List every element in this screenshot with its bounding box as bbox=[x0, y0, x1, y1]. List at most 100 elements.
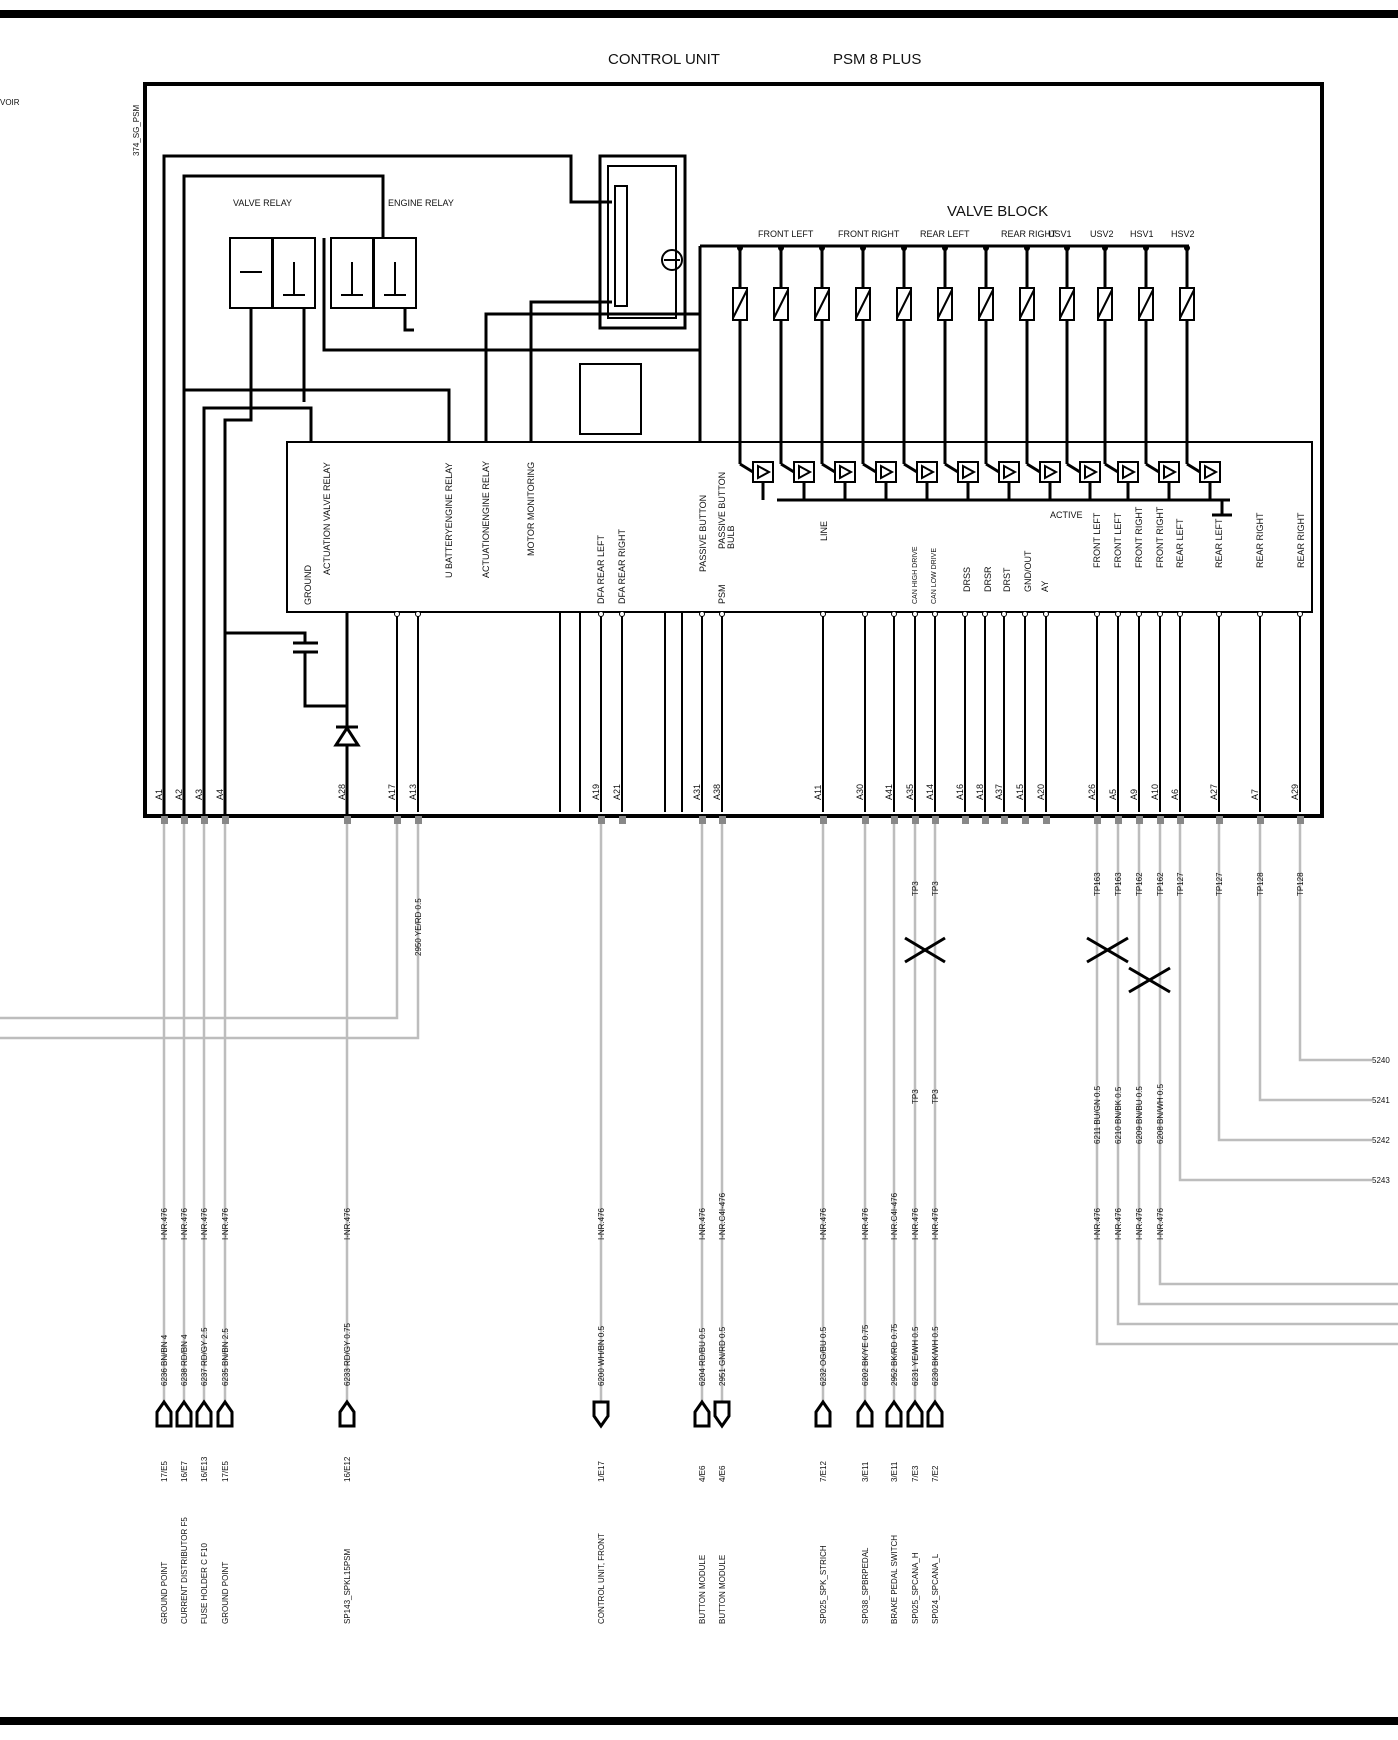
pin-terminal bbox=[1177, 816, 1184, 824]
wire-destination: CURRENT DISTRIBUTOR F5 bbox=[180, 1517, 189, 1624]
pin-terminal bbox=[962, 816, 969, 824]
wire-spec: 2951 GN/RD 0.5 bbox=[718, 1326, 727, 1386]
wire-nr: I-NR.476 bbox=[698, 1207, 707, 1240]
pin-label: A1 bbox=[154, 789, 164, 800]
ecu-pin-label: GROUND bbox=[303, 565, 313, 605]
valve-driver-in bbox=[1186, 462, 1201, 474]
connector-symbol bbox=[814, 1399, 832, 1428]
ecu-pin-label: DRST bbox=[1002, 567, 1012, 592]
wire-nr: I-NR.476 bbox=[911, 1207, 920, 1240]
wire-nr: I-NR.476 bbox=[819, 1207, 828, 1240]
valve-coil-diag bbox=[732, 289, 748, 319]
valve-driver-arrow bbox=[1044, 464, 1059, 480]
valve-coil-diag bbox=[1097, 289, 1113, 319]
can-label: CAN HIGH DRIVE bbox=[912, 546, 919, 604]
pin-terminal bbox=[1022, 816, 1029, 824]
pin-label: A26 bbox=[1087, 784, 1097, 800]
wire-ref: 7/E2 bbox=[931, 1465, 940, 1482]
wire-nr: I-NR.476 bbox=[160, 1207, 169, 1240]
pin-label: A20 bbox=[1036, 784, 1046, 800]
diagram-code: 374_SG_PSM bbox=[132, 105, 141, 156]
ecu-pin-dot bbox=[1001, 611, 1007, 617]
pin-label: A21 bbox=[612, 784, 622, 800]
valve-node bbox=[942, 245, 948, 251]
ecu-pin-label: ACTUATION VALVE RELAY bbox=[322, 462, 332, 575]
wire-nr: I-NR.476 bbox=[1093, 1207, 1102, 1240]
wire-destination: FUSE HOLDER C F10 bbox=[200, 1543, 209, 1624]
pin-label: A31 bbox=[692, 784, 702, 800]
pin-terminal bbox=[1136, 816, 1143, 824]
twisted-pair-rear bbox=[1128, 966, 1171, 994]
signal-wire bbox=[0, 824, 420, 1040]
pin-label: A2 bbox=[174, 789, 184, 800]
ecu-pin-label: REAR LEFT bbox=[1175, 518, 1185, 568]
ecu-pin-dot bbox=[962, 611, 968, 617]
valve-driver-arrow bbox=[1003, 464, 1018, 480]
valve-label: HSV1 bbox=[1130, 229, 1154, 239]
signal-wire bbox=[1158, 824, 1398, 1286]
valve-driver-in bbox=[739, 462, 754, 474]
wire-spec: 6200 WH/BN 0.5 bbox=[597, 1325, 606, 1386]
wire-spec: 2952 BK/RD 0.75 bbox=[890, 1323, 899, 1386]
wire-nr: I-NR.476 bbox=[861, 1207, 870, 1240]
wire-ref: 16/E12 bbox=[343, 1456, 352, 1482]
ecu-chip bbox=[579, 363, 642, 435]
ecu-pin-label: FRONT RIGHT bbox=[1155, 506, 1165, 568]
valve-driver-in bbox=[780, 462, 795, 474]
valve-driver-arrow bbox=[1084, 464, 1099, 480]
ecu-pin-label: ACTUATIONENGINE RELAY bbox=[481, 461, 491, 578]
test-point-label: TP163 bbox=[1114, 872, 1123, 896]
wire-destination: BUTTON MODULE bbox=[718, 1555, 727, 1624]
valve-coil-diag bbox=[814, 289, 830, 319]
wire-ref: 16/E7 bbox=[180, 1461, 189, 1482]
ecu-pin-label: FRONT LEFT bbox=[1092, 512, 1102, 568]
pin-terminal bbox=[415, 816, 422, 824]
valve-columns bbox=[732, 245, 1221, 500]
pin-label: A9 bbox=[1129, 789, 1139, 800]
pin-label: A27 bbox=[1209, 784, 1219, 800]
test-point-label: TP127 bbox=[1215, 872, 1224, 896]
pin-label: A3 bbox=[194, 789, 204, 800]
valve-coil-diag bbox=[773, 289, 789, 319]
wire-spec: 6238 RD/BN 4 bbox=[180, 1334, 189, 1386]
ecu-pin-label: DFA REAR LEFT bbox=[596, 534, 606, 604]
ecu-pin-dot bbox=[699, 611, 705, 617]
ecu-pin-dot bbox=[820, 611, 826, 617]
pump-motor bbox=[598, 154, 687, 330]
wire-nr: I-NR.476 bbox=[1156, 1207, 1165, 1240]
ecu-pin-dot bbox=[1136, 611, 1142, 617]
pin-label: A10 bbox=[1150, 784, 1160, 800]
signal-wire bbox=[0, 824, 399, 1020]
valve-node bbox=[983, 245, 989, 251]
valve-driver-arrow bbox=[921, 464, 936, 480]
pin-terminal bbox=[394, 816, 401, 824]
ecu-pin-label: PASSIVE BUTTON bbox=[717, 472, 727, 549]
pin-label: A16 bbox=[955, 784, 965, 800]
connector-symbol bbox=[856, 1399, 874, 1428]
valve-driver-in bbox=[1026, 462, 1041, 474]
wire-destination: GROUND POINT bbox=[221, 1562, 230, 1624]
connector-symbol bbox=[693, 1399, 711, 1428]
test-point-label: TP3 bbox=[931, 881, 940, 896]
ecu-pin-dot bbox=[912, 611, 918, 617]
connector-symbol bbox=[926, 1399, 944, 1428]
pin-terminal bbox=[820, 816, 827, 824]
wire-spec: 6233 RD/GY 0.75 bbox=[343, 1322, 352, 1386]
ecu-pin-label: DRSR bbox=[983, 566, 993, 592]
edge-text: VOIR bbox=[0, 98, 20, 107]
ecu-pin-dot bbox=[1115, 611, 1121, 617]
signal-wire bbox=[1258, 824, 1372, 1102]
wire-ref: 4/E6 bbox=[718, 1465, 727, 1482]
valve-driver-in bbox=[1104, 462, 1119, 474]
signal-wire bbox=[1217, 824, 1372, 1142]
external-wires bbox=[0, 824, 1398, 1404]
edge-ref: 5242 bbox=[1372, 1136, 1390, 1145]
wire-ref: 17/E5 bbox=[160, 1461, 169, 1482]
ecu-pin-label: DRSS bbox=[962, 567, 972, 592]
twisted-pair-can bbox=[904, 936, 946, 964]
pin-label: A19 bbox=[591, 784, 601, 800]
connector-symbol bbox=[175, 1399, 193, 1428]
edge-ref: 5241 bbox=[1372, 1096, 1390, 1105]
valve-label: USV2 bbox=[1090, 229, 1114, 239]
